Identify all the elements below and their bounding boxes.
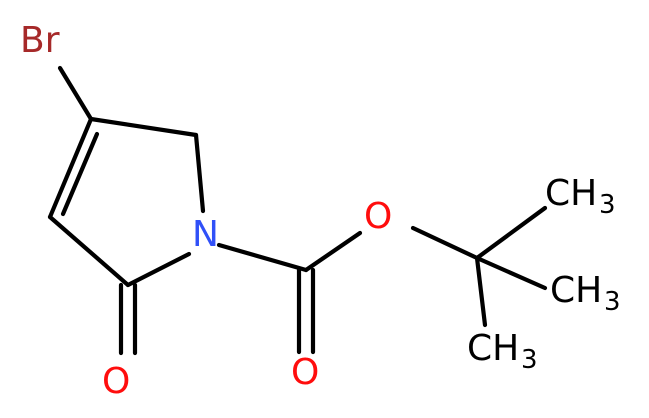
ch3-bottom-symbol: CH: [467, 328, 519, 369]
bond-n-cboc: [216, 242, 309, 273]
atom-o-ring-carbonyl: O: [102, 361, 130, 402]
atom-br: Br: [20, 20, 60, 61]
ch3-top-subscript: 3: [599, 190, 616, 220]
bond-c4-br: [57, 65, 94, 122]
bond-cq-ch3-bottom: [474, 255, 488, 328]
bond-cq-ch3-top: [474, 205, 548, 261]
bond-c4-c3-inner: [60, 131, 100, 217]
ch3-middle-subscript: 3: [604, 287, 621, 317]
bond-c3-c2: [47, 214, 131, 288]
atom-ch3-top: CH 3: [545, 173, 616, 220]
atom-o-ester: O: [364, 196, 392, 237]
bond-oester-cq: [410, 225, 480, 261]
bond-cboc-oester: [303, 230, 363, 273]
ch3-top-symbol: CH: [545, 173, 597, 214]
bonds: [47, 65, 548, 356]
bond-c5-n: [193, 132, 206, 214]
bond-cq-ch3-middle: [474, 255, 548, 291]
atom-ch3-middle: CH 3: [550, 270, 621, 317]
atom-n: N: [192, 214, 219, 255]
bond-c4-c5: [88, 116, 199, 138]
atom-ch3-bottom: CH 3: [467, 328, 538, 375]
ch3-middle-symbol: CH: [550, 270, 602, 311]
atom-o-boc-carbonyl: O: [291, 352, 319, 393]
bond-c2-n: [125, 251, 192, 288]
ch3-bottom-subscript: 3: [521, 345, 538, 375]
atom-labels: Br N O O O CH 3 CH 3 CH 3: [20, 20, 621, 402]
bond-c4-c3: [47, 116, 94, 220]
